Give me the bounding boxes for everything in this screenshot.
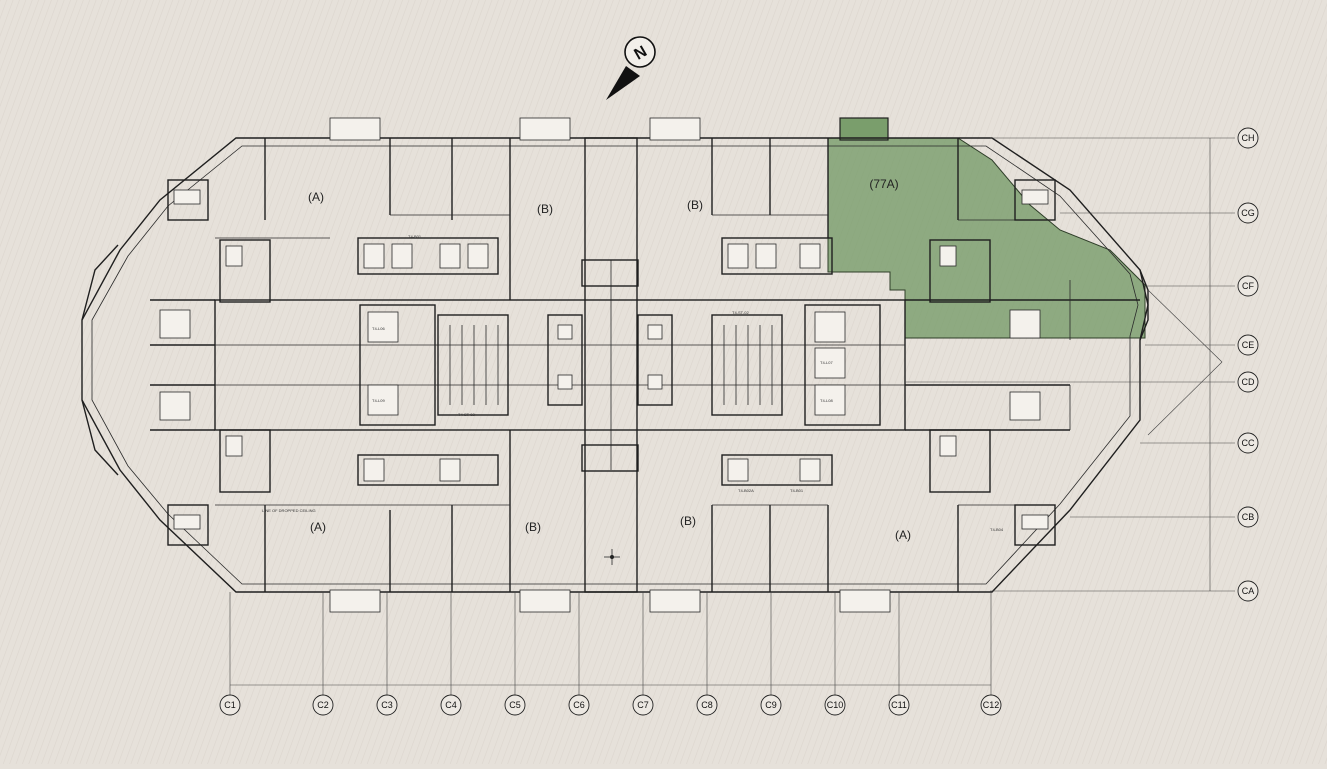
grid-bubble-c2	[312, 694, 334, 716]
grid-label-ca: CA	[1242, 586, 1255, 596]
col-grid-lines	[229, 592, 992, 695]
grid-label-c11: C11	[891, 700, 907, 710]
grid-bubble-ce	[1237, 334, 1259, 356]
note-l06: T4-L06	[372, 326, 385, 331]
note-t4-b01-n: T4-B01	[408, 234, 422, 239]
grid-bubble-c9	[760, 694, 782, 716]
unit-77a-area	[827, 137, 1146, 339]
plan-notes: T4-B01 T4-ST-02 T4-ST-02 T4-B02A T4-B01 …	[262, 234, 1004, 532]
unit-labels: (77A) (A) (B) (B) (A) (B) (B) (A)	[308, 177, 911, 542]
balconies-south	[329, 589, 891, 613]
grid-label-cb: CB	[1242, 512, 1255, 522]
grid-bubble-cc	[1237, 432, 1259, 454]
grid-bubble-ch	[1237, 127, 1259, 149]
grid-bubble-c4	[440, 694, 462, 716]
note-t4-st02-w: T4-ST-02	[458, 412, 475, 417]
note-l07: T4-L07	[820, 360, 833, 365]
core-west	[359, 304, 509, 426]
grid-bubble-c11	[888, 694, 910, 716]
note-t4-b01-s: T4-B01	[790, 488, 804, 493]
note-t4-b04: T4-B04	[990, 527, 1004, 532]
grid-bubble-c7	[632, 694, 654, 716]
north-arrow-circle	[624, 36, 656, 68]
grid-label-c2: C2	[317, 700, 329, 710]
row-grid-bubbles: CH CG CF CE CD CC CB CA	[1237, 127, 1259, 602]
grid-label-cf: CF	[1242, 281, 1254, 291]
grid-label-cg: CG	[1241, 208, 1255, 218]
grid-bubble-c1	[219, 694, 241, 716]
grid-label-c10: C10	[827, 700, 844, 710]
grid-label-c12: C12	[983, 700, 1000, 710]
grid-bubble-cg	[1237, 202, 1259, 224]
grid-label-c8: C8	[701, 700, 713, 710]
grid-bubble-cb	[1237, 506, 1259, 528]
service-blocks	[159, 179, 1056, 546]
unit-label-77a: (77A)	[869, 177, 898, 191]
unit-label-a-se: (A)	[895, 528, 911, 542]
grid-bubble-c5	[504, 694, 526, 716]
core-east	[711, 304, 881, 426]
grid-bubble-c3	[376, 694, 398, 716]
unit-label-b-s2: (B)	[680, 514, 696, 528]
grid-label-ch: CH	[1242, 133, 1255, 143]
note-dropped-ceiling: LINE OF DROPPED CEILING	[262, 508, 316, 513]
grid-label-c9: C9	[765, 700, 777, 710]
grid-label-c4: C4	[445, 700, 457, 710]
col-grid-bubbles: C1 C2 C3 C4 C5 C6 C7 C8 C9 C10 C11 C12	[219, 694, 1002, 716]
grid-bubble-cd	[1237, 371, 1259, 393]
grid-bubble-cf	[1237, 275, 1259, 297]
grid-bubble-c8	[696, 694, 718, 716]
grid-label-cc: CC	[1242, 438, 1255, 448]
unit-label-b-s1: (B)	[525, 520, 541, 534]
unit-77a-highlight	[827, 117, 1146, 339]
unit-label-a-sw: (A)	[310, 520, 326, 534]
note-l09: T4-L09	[372, 398, 385, 403]
grid-label-c5: C5	[509, 700, 521, 710]
grid-label-c3: C3	[381, 700, 393, 710]
grid-bubble-ca	[1237, 580, 1259, 602]
north-arrow: N	[606, 36, 656, 100]
center-rooms	[547, 314, 673, 406]
note-l08: T4-L08	[820, 398, 833, 403]
survey-marker	[604, 549, 620, 565]
grid-bubble-c6	[568, 694, 590, 716]
grid-label-c1: C1	[224, 700, 236, 710]
grid-label-ce: CE	[1242, 340, 1255, 350]
grid-label-c7: C7	[637, 700, 649, 710]
building-outline	[81, 137, 1149, 593]
grid-label-cd: CD	[1242, 377, 1255, 387]
unit-77a-balcony	[839, 117, 889, 141]
balconies-north	[329, 117, 701, 141]
grid-bubble-c12	[980, 694, 1002, 716]
row-grid-lines	[905, 137, 1235, 592]
note-t4-b02a: T4-B02A	[738, 488, 754, 493]
grid-bubble-c10	[824, 694, 846, 716]
unit-label-b-n2: (B)	[687, 198, 703, 212]
note-t4-st02-e: T4-ST-02	[732, 310, 749, 315]
grid-label-c6: C6	[573, 700, 585, 710]
unit-label-b-n1: (B)	[537, 202, 553, 216]
unit-label-a-nw: (A)	[308, 190, 324, 204]
